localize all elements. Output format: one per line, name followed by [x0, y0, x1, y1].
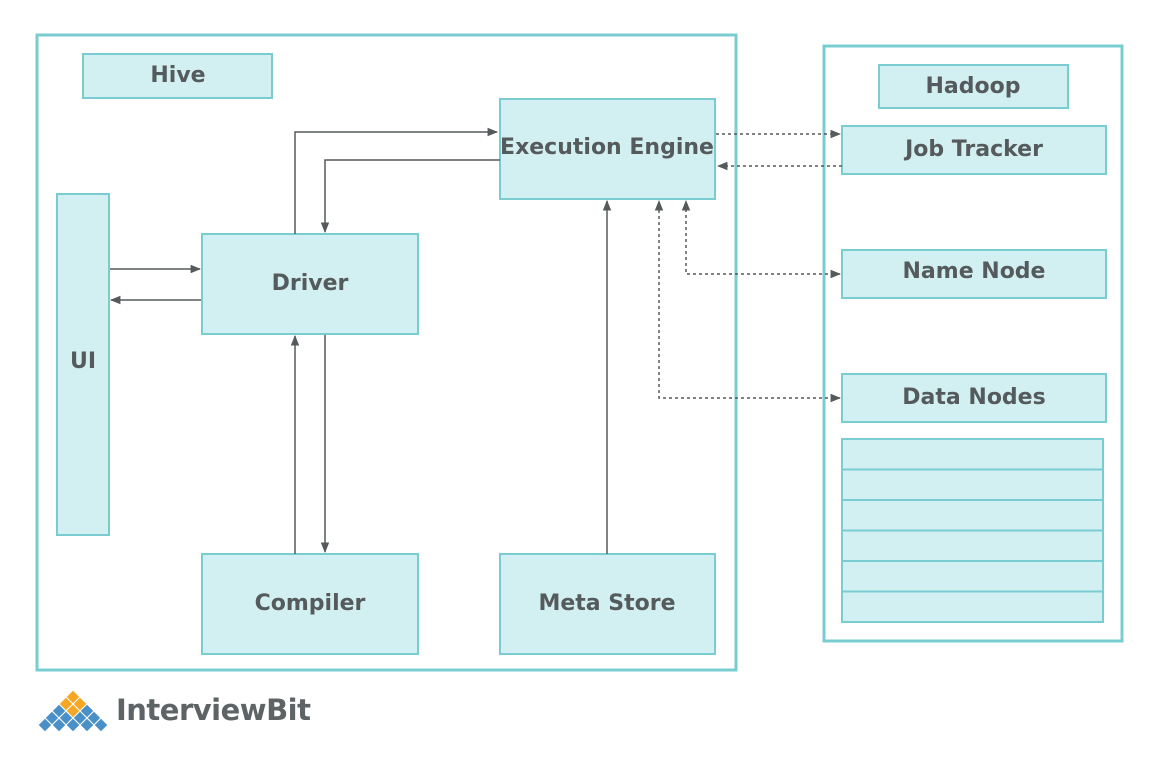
arrow-execution-engine-name-node — [681, 199, 842, 279]
hive-title: Hive — [150, 63, 205, 88]
name-node-label: Name Node — [903, 259, 1046, 284]
logo-diamond — [65, 717, 81, 733]
hive-title-box — [82, 53, 273, 99]
compiler-box — [201, 553, 419, 655]
brand-name: InterviewBit — [116, 693, 311, 727]
driver-box — [201, 233, 419, 335]
hadoop-title: Hadoop — [926, 74, 1021, 99]
job-tracker-box — [841, 125, 1107, 175]
data-node-row — [841, 499, 1104, 532]
data-node-row — [841, 438, 1104, 471]
execution-engine-label: Execution Engine — [500, 135, 714, 160]
ui-label: UI — [70, 349, 96, 374]
meta-store-box — [499, 553, 716, 655]
execution-engine-box — [499, 98, 716, 200]
data-node-row — [841, 560, 1104, 593]
ui-box — [56, 193, 110, 536]
logo-diamond — [93, 717, 109, 733]
driver-label: Driver — [272, 271, 349, 296]
arrow-execution-engine-to-driver — [320, 159, 500, 234]
compiler-label: Compiler — [255, 591, 366, 616]
data-nodes-label: Data Nodes — [902, 385, 1045, 410]
data-nodes-box — [841, 373, 1107, 423]
logo-diamond — [37, 717, 53, 733]
data-node-row — [841, 590, 1104, 623]
data-node-rows — [841, 438, 1104, 623]
arrow-driver-to-execution-engine — [294, 127, 499, 234]
name-node-box — [841, 249, 1107, 299]
logo-diamond — [79, 717, 95, 733]
data-node-row — [841, 529, 1104, 562]
data-node-row — [841, 468, 1104, 501]
job-tracker-label: Job Tracker — [903, 137, 1043, 162]
arrow-execution-engine-data-nodes — [654, 199, 842, 403]
interviewbit-logo-icon — [37, 689, 109, 733]
interviewbit-logo: InterviewBit — [36, 686, 311, 734]
logo-diamond — [51, 717, 67, 733]
meta-store-label: Meta Store — [538, 591, 675, 616]
hadoop-title-box — [878, 64, 1069, 109]
